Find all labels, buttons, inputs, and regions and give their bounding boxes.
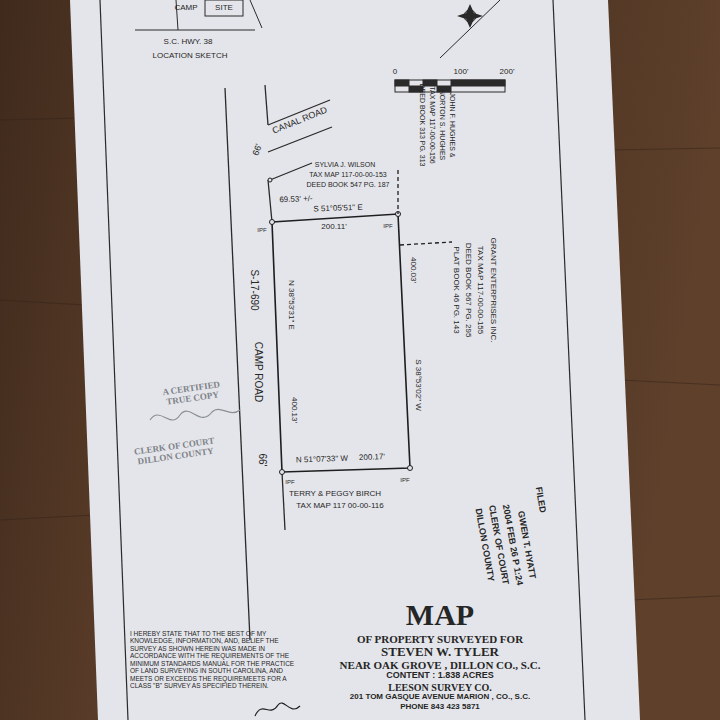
- clerk-signature: [150, 409, 240, 420]
- map-label: CAMP: [174, 4, 197, 13]
- iron-pins: [268, 178, 413, 475]
- map-label: 200': [500, 68, 515, 77]
- paper-sheet: [70, 0, 640, 720]
- map-label: STEVEN W. TYLER: [381, 645, 499, 659]
- map-label: S 38°53'02" W: [414, 359, 423, 411]
- adjoiner-lines: [398, 170, 452, 245]
- map-label: I HEREBY STATE THAT TO THE BEST OF MY KN…: [130, 630, 302, 690]
- map-label: LEESON SURVEY CO.: [388, 682, 491, 693]
- map-label: SITE: [215, 4, 233, 13]
- map-label: TAX MAP 117-00-00-156: [428, 86, 436, 163]
- map-label: PLAT BOOK 46 PG. 143: [452, 246, 461, 333]
- map-label: OF PROPERTY SURVEYED FOR: [357, 633, 523, 645]
- road-lines: [225, 85, 332, 640]
- map-label: TAX MAP 117-00-00-153: [309, 171, 386, 179]
- map-label: LOCATION SKETCH: [153, 52, 228, 61]
- map-label: NORTON S. HUGHES: [438, 90, 446, 161]
- map-label: IPF: [257, 227, 266, 234]
- map-label: IPF: [285, 479, 294, 486]
- property-boundary: [272, 214, 410, 472]
- map-label: 100': [454, 68, 469, 77]
- map-label: 69.53' +/-: [279, 195, 313, 205]
- map-label: 200.17': [359, 453, 385, 463]
- map-label: IPF: [383, 223, 392, 230]
- map-label: N 51°07'33" W: [296, 455, 348, 466]
- map-label: SYLVIA J. WILSON: [315, 161, 376, 169]
- map-label: TAX MAP 117 00-00-116: [296, 502, 383, 511]
- map-label: 200.11': [321, 223, 346, 232]
- map-label: TERRY & PEGGY BIRCH: [289, 490, 381, 499]
- map-label: NEAR OAK GROVE , DILLON CO., S.C.: [340, 659, 541, 671]
- map-label: S 51°05'51" E: [313, 204, 363, 215]
- map-label: 400.13': [290, 397, 299, 423]
- map-label: S-17-690: [249, 269, 260, 310]
- map-label: 66': [257, 453, 268, 466]
- map-label: 201 TOM GASQUE AVENUE MARION , CO., S.C.: [350, 693, 530, 702]
- map-label: GRANT ENTERPRISES INC.: [489, 238, 498, 343]
- sheet-border: [100, 0, 585, 720]
- map-label: 400.03': [409, 257, 418, 283]
- map-label: TAX MAP 117-00-00-155: [476, 246, 485, 335]
- north-arrow: [440, 0, 500, 58]
- surveyor-signature: [255, 703, 300, 716]
- map-label: S.C. HWY. 38: [164, 38, 213, 47]
- map-label: PHONE 843 423 5871: [400, 703, 480, 712]
- map-title: MAP: [406, 598, 474, 631]
- map-label: 0: [393, 68, 397, 77]
- map-label: JOHN F. HUGHES &: [448, 93, 456, 158]
- location-sketch: [135, 0, 262, 30]
- map-label: N 38°53'31" E: [287, 280, 296, 330]
- map-label: IPF: [400, 477, 409, 484]
- map-label: DEED BOOK 313 PG. 313: [418, 84, 426, 167]
- map-label: CAMP ROAD: [253, 342, 264, 402]
- scale-bar: [395, 80, 505, 92]
- map-label: CONTENT : 1.838 ACRES: [386, 671, 494, 681]
- map-label: DEED BOOK 547 PG. 187: [307, 181, 390, 189]
- map-label: DEED BOOK 567 PG. 295: [464, 243, 473, 338]
